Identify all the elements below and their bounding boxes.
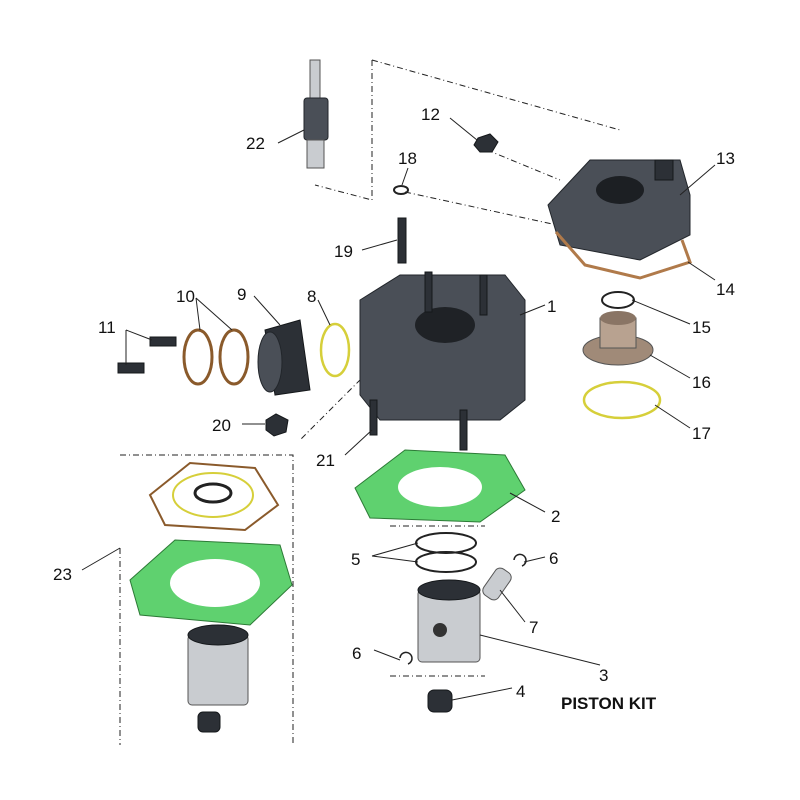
callout-7: 7 — [529, 618, 538, 637]
part-spark-plug — [303, 59, 329, 169]
part-head-gasket — [554, 231, 692, 280]
callout-9: 9 — [237, 285, 246, 304]
callout-15: 15 — [692, 318, 711, 337]
part-bolt-11b — [117, 362, 145, 374]
callout-23: 23 — [53, 565, 72, 584]
part-piston — [417, 579, 481, 663]
callouts: 22 12 18 13 19 14 1 10 9 8 11 15 16 17 2… — [53, 105, 735, 713]
callout-12: 12 — [421, 105, 440, 124]
part-ring-5a — [415, 532, 477, 554]
callout-17: 17 — [692, 424, 711, 443]
callout-19: 19 — [334, 242, 353, 261]
part-nut-20 — [265, 413, 289, 437]
part-piston-pin — [482, 567, 512, 601]
part-clip-6a — [513, 553, 527, 567]
part-bearing — [427, 689, 453, 713]
part-oring-10a — [182, 328, 214, 386]
callout-2: 2 — [551, 507, 560, 526]
part-clip-6b — [399, 651, 413, 665]
part-oring-10b — [218, 328, 250, 386]
part-oring-18 — [393, 185, 409, 195]
part-oring-17 — [582, 380, 662, 420]
part-insert-16 — [582, 311, 654, 366]
leader-lines — [81, 117, 716, 701]
callout-6-upper: 6 — [549, 549, 558, 568]
callout-14: 14 — [716, 280, 735, 299]
part-stud-19 — [397, 217, 407, 264]
callout-5: 5 — [351, 550, 360, 569]
callout-11: 11 — [98, 318, 116, 337]
callout-13: 13 — [716, 149, 735, 168]
gasket-bore — [398, 467, 482, 507]
callout-20: 20 — [212, 416, 231, 435]
assembly-lines — [119, 59, 621, 745]
part-gasket-kit — [129, 461, 293, 733]
part-intake-9 — [257, 319, 311, 396]
callout-10: 10 — [176, 287, 195, 306]
callout-1: 1 — [547, 297, 556, 316]
callout-3: 3 — [599, 666, 608, 685]
callout-16: 16 — [692, 373, 711, 392]
part-oring-15 — [601, 291, 635, 309]
part-nut-12 — [473, 133, 499, 153]
callout-4: 4 — [516, 682, 525, 701]
callout-18: 18 — [398, 149, 417, 168]
part-cylinder-head — [547, 159, 691, 261]
callout-22: 22 — [246, 134, 265, 153]
part-cylinder — [359, 271, 526, 451]
callout-6-lower: 6 — [352, 644, 361, 663]
part-bolt-11a — [149, 336, 177, 347]
callout-8: 8 — [307, 287, 316, 306]
part-ring-5b — [415, 551, 477, 573]
piston-kit-label: PISTON KIT — [561, 694, 657, 713]
part-oring-8 — [319, 322, 351, 378]
callout-21: 21 — [316, 451, 335, 470]
